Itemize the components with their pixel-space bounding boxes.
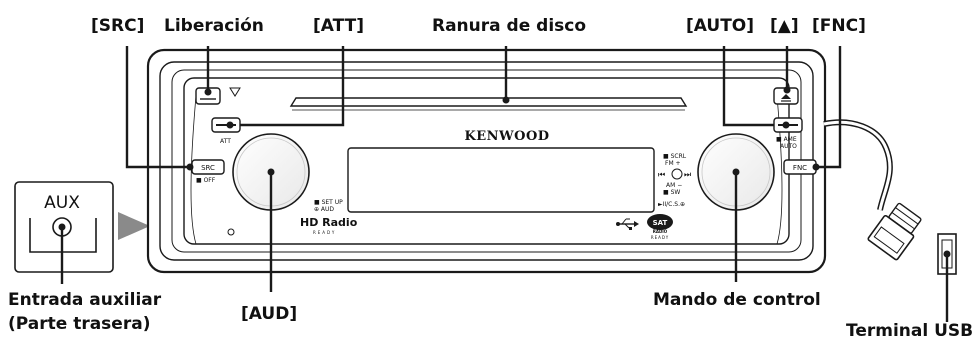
callout-fnc: [FNC]	[812, 16, 866, 36]
callout-line-src	[125, 46, 190, 169]
disc-slot	[289, 97, 688, 111]
callout-entrada-line1: Entrada auxiliar	[8, 290, 162, 310]
release-button[interactable]	[195, 87, 221, 105]
off-label: ■ OFF	[196, 177, 216, 184]
svg-text:⏭: ⏭	[684, 170, 691, 179]
svg-text:RADIO: RADIO	[653, 229, 668, 234]
sw-label: ■ SW	[663, 189, 680, 196]
callout-auto: [AUTO]	[686, 16, 755, 36]
callout-lines	[60, 46, 949, 322]
usb-connector-icon	[867, 202, 922, 261]
svg-text:READY: READY	[313, 230, 336, 235]
am-label: AM −	[666, 182, 682, 189]
usb-cable	[823, 119, 957, 275]
src-button[interactable]: SRC	[191, 159, 225, 175]
callout-src: [SRC]	[91, 16, 145, 36]
aud-sub-label: ⊕ AUD	[314, 206, 334, 213]
att-button[interactable]	[211, 117, 241, 133]
callout-mando: Mando de control	[653, 290, 821, 310]
fnc-button-label: FNC	[793, 164, 807, 172]
aux-label: AUX	[44, 193, 80, 213]
svg-text:⏮: ⏮	[658, 170, 665, 179]
direction-arrow-icon	[118, 212, 150, 240]
eject-icon	[781, 94, 791, 99]
callout-liberacion: Liberación	[164, 16, 264, 36]
scrl-label: ■ SCRL	[663, 153, 687, 160]
auto-label: AUTO	[780, 143, 797, 150]
release-triangle-icon	[229, 87, 241, 97]
display-panel	[347, 147, 655, 213]
callout-att: [ATT]	[313, 16, 364, 36]
callout-eject: [▲]	[770, 16, 799, 36]
fnc-button[interactable]: FNC	[783, 159, 817, 175]
callout-entrada-line2: (Parte trasera)	[8, 314, 151, 334]
att-button-label: ATT	[220, 138, 231, 145]
callout-line-att	[240, 46, 345, 127]
kenwood-logo: KENWOOD	[464, 129, 549, 144]
hd-radio-ready-logo: HD Radio READY	[300, 216, 358, 235]
callout-line-auto	[722, 46, 774, 127]
usb-icon	[616, 218, 639, 230]
sat-radio-ready-logo: SAT RADIO READY	[647, 214, 673, 240]
play-pause-label: ►II/C.S.⊕	[658, 201, 685, 208]
src-button-label: SRC	[201, 164, 215, 172]
callout-aud: [AUD]	[241, 304, 298, 324]
callout-dots	[58, 86, 951, 258]
ame-label: ■ AME	[776, 136, 797, 143]
svg-text:SAT: SAT	[653, 219, 668, 227]
callout-terminal-usb: Terminal USB	[846, 321, 974, 341]
callout-ranura: Ranura de disco	[432, 16, 587, 36]
callout-line-fnc	[816, 46, 842, 169]
svg-text:READY: READY	[651, 235, 669, 240]
fm-label: FM +	[665, 160, 681, 167]
reset-hole-icon	[227, 228, 235, 236]
svg-text:HD Radio: HD Radio	[300, 216, 358, 229]
setup-label: ■ SET UP	[314, 199, 343, 206]
seek-control-icon: ⏮ ⏭	[658, 168, 691, 180]
